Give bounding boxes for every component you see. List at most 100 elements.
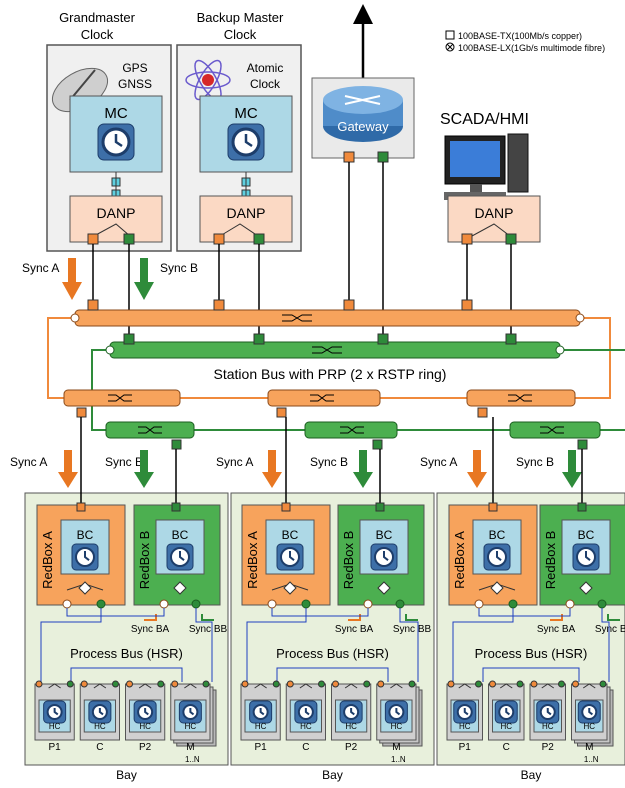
hc-node-name: M	[186, 742, 194, 753]
hc-node-p2: HC P2	[125, 680, 166, 753]
sync-a-arrow-icon	[262, 450, 282, 488]
sync-a-arrow-shaft	[268, 450, 276, 472]
hc-label: HC	[300, 722, 312, 731]
hc-label: HC	[139, 722, 151, 731]
hc-node-port-left	[80, 680, 88, 688]
sync-ba-label: Sync BA	[131, 624, 170, 635]
fibre-legend-icon	[445, 42, 455, 52]
backup-mc-box: MC	[199, 95, 293, 173]
hc-count-label: 1..N	[185, 755, 200, 764]
redbox-b-fibre-port-right	[395, 599, 405, 609]
hc-node-link	[93, 683, 107, 689]
hc-label: HC	[459, 722, 471, 731]
redbox-a-fibre-port-right	[301, 599, 311, 609]
station-bus-label: Station Bus with PRP (2 x RSTP ring)	[214, 366, 447, 382]
redbox-b-fibre-port-left	[565, 599, 575, 609]
clock-icon-hands	[304, 708, 310, 716]
redbox-a-diamond	[283, 581, 297, 595]
sync-b-top-arrow-icon	[134, 258, 154, 300]
sync-ba-label: Sync BA	[537, 624, 576, 635]
hc-node-port-right	[66, 680, 74, 688]
hc-label: HC	[255, 722, 267, 731]
sync-bb-arrow-icon	[405, 614, 418, 621]
clock-icon-hands	[289, 551, 295, 561]
clock-icon	[71, 543, 99, 571]
hc-node-port-left	[332, 680, 339, 688]
hc-node-port-right	[558, 680, 565, 688]
hc-label: HC	[345, 722, 357, 731]
redbox-a-bc-label: BC	[489, 528, 506, 542]
scada-danp-label: DANP	[475, 205, 514, 221]
grandmaster-danp-label: DANP	[97, 205, 136, 221]
redbox-b-fibre-port-left	[363, 599, 373, 609]
hc-node-port-right	[157, 680, 165, 688]
clock-icon-hands	[496, 551, 502, 561]
hsr-ring-mid	[70, 667, 183, 682]
hc-node-port-right	[516, 680, 524, 688]
sync-b-arrow-head	[562, 472, 582, 488]
hsr-link-right	[195, 608, 213, 682]
clock-icon	[339, 700, 363, 724]
sync-bb-label: Sync BB	[393, 624, 432, 635]
hc-node-port-left	[35, 680, 43, 688]
hc-node-port-right	[363, 680, 371, 688]
sync-a-label: Sync A	[420, 455, 457, 469]
sync-a-arrow-head	[467, 472, 487, 488]
redbox-a-port	[488, 502, 498, 512]
grandmaster-danp-box: DANP	[69, 195, 163, 245]
sync-b-arrow-icon	[562, 450, 582, 488]
process-bus-label: Process Bus (HSR)	[276, 646, 389, 661]
redbox-a-fibre-port-left	[267, 599, 277, 609]
gateway-label: Gateway	[337, 119, 389, 134]
redbox-b-fibre-port-right	[597, 599, 607, 609]
gps-label-line2: GNSS	[118, 77, 152, 91]
grandmaster-mc-box: MC	[69, 95, 163, 173]
bay-orange-switches	[63, 389, 576, 407]
redbox-a-port	[76, 502, 86, 512]
clock-icon-hands	[259, 708, 265, 716]
clock-icon-hands	[350, 708, 355, 716]
clock-icon-hands	[546, 708, 552, 716]
hc-node-port-left	[447, 680, 455, 688]
clock-icon	[536, 700, 560, 724]
sync-b-label: Sync B	[105, 455, 143, 469]
scada-danp-box: DANP	[447, 195, 541, 245]
hc-node-name: C	[503, 742, 510, 753]
hc-node-port-right	[202, 680, 210, 688]
sync-b-arrow-icon	[353, 450, 373, 488]
computer-icon	[444, 133, 529, 200]
hc-label: HC	[583, 722, 595, 731]
backup-danp-box: DANP	[199, 195, 293, 245]
sync-bb-label: Sync BB	[595, 624, 625, 635]
station-bus-ports	[87, 299, 517, 345]
hsr-link-right	[601, 608, 610, 682]
grandmaster-title-line1: Grandmaster	[59, 10, 136, 25]
bay-label: Bay	[322, 768, 343, 782]
redbox-a-fibre-port-right	[96, 599, 106, 609]
clock-icon-hands	[144, 708, 149, 716]
backup-mc-label: MC	[234, 105, 257, 122]
hc-node-port-right	[599, 680, 607, 688]
hc-label: HC	[542, 722, 554, 731]
redbox-b-port	[375, 502, 385, 512]
fibre-port-icons-top	[70, 313, 585, 355]
hc-count-label: 1..N	[584, 755, 599, 764]
hc-node-name: P2	[139, 742, 152, 753]
sync-b-top-label: Sync B	[160, 261, 198, 275]
sync-a-label: Sync A	[216, 455, 253, 469]
clock-icon-hands	[383, 551, 389, 561]
clock-icon	[276, 543, 304, 571]
clock-icon	[249, 700, 273, 724]
hc-node-link	[299, 683, 313, 689]
hsr-link-top	[66, 608, 165, 617]
